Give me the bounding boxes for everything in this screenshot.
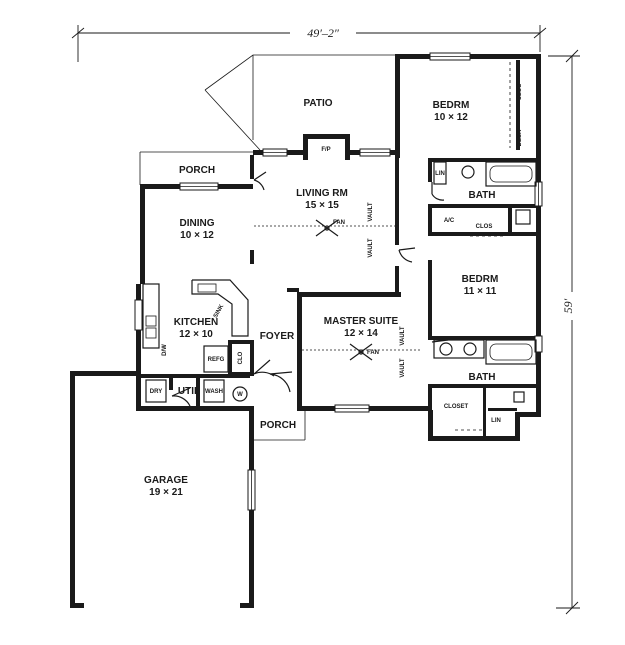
bath-2-label: BATH <box>468 372 495 383</box>
porch-top-outline <box>139 151 253 185</box>
kitchen-size: 12 × 10 <box>179 329 213 340</box>
master-suite-label: MASTER SUITE <box>324 316 399 327</box>
foyer-closet-label: CLO <box>238 351 244 364</box>
linen-1-label: LIN <box>435 171 445 177</box>
windows <box>134 52 543 511</box>
dining-label: DINING <box>180 218 215 229</box>
washer-label: WASH <box>205 389 223 395</box>
exterior-walls <box>70 54 541 608</box>
kitchen-label: KITCHEN <box>174 317 218 328</box>
width-dimension-label: 49′–2″ <box>307 26 340 40</box>
bedroom-2-closet-label: CLOS <box>476 224 493 230</box>
width-dimension: 49′–2″ <box>71 24 547 62</box>
master-vault-label-top: VAULT <box>400 326 406 345</box>
patio-outline <box>204 54 400 151</box>
bedroom-1-label: BEDRM <box>433 100 470 111</box>
dryer-label: DRY <box>150 389 162 395</box>
bath-1-label: BATH <box>468 190 495 201</box>
sink-label: SINK <box>213 303 226 319</box>
master-suite-size: 12 × 14 <box>344 328 378 339</box>
util-label: UTIL <box>178 386 200 397</box>
water-heater-label: W <box>237 392 243 398</box>
fireplace-label: F/P <box>321 147 330 153</box>
interior-walls <box>140 60 540 436</box>
bedroom-2-size: 11 × 11 <box>464 286 497 297</box>
master-closet-label: CLOSET <box>444 404 469 410</box>
living-room-label: LIVING RM <box>296 188 348 199</box>
living-ceiling-fan <box>254 219 395 237</box>
porch-top-label: PORCH <box>179 165 215 176</box>
depth-dimension: 59′ <box>548 49 582 615</box>
kitchen-fixtures <box>142 279 249 373</box>
bedroom-1-size: 10 × 12 <box>434 112 468 123</box>
dining-size: 10 × 12 <box>180 230 214 241</box>
living-vault-label-top: VAULT <box>368 202 374 221</box>
living-room-size: 15 × 15 <box>305 200 339 211</box>
patio-label: PATIO <box>303 98 332 109</box>
garage-size: 19 × 21 <box>149 487 183 498</box>
ac-label: A/C <box>444 218 455 224</box>
foyer-label: FOYER <box>260 331 295 342</box>
porch-bottom-outline <box>254 411 306 441</box>
porch-bottom-label: PORCH <box>260 420 296 431</box>
utility-fixtures <box>145 379 248 403</box>
master-fan-label: FAN <box>367 350 379 356</box>
desk-label: DESK <box>517 129 523 146</box>
linen-2-label: LIN <box>491 418 501 424</box>
living-vault-label-bottom: VAULT <box>368 238 374 257</box>
dishwasher-label: D/W <box>162 344 168 356</box>
bath-fixtures <box>433 161 537 403</box>
bedroom-1-closet-label: CLOS <box>517 84 523 101</box>
garage-label: GARAGE <box>144 475 188 486</box>
refrigerator-label: REFG <box>208 357 225 363</box>
master-vault-label-bottom: VAULT <box>400 358 406 377</box>
depth-dimension-label: 59′ <box>561 298 575 313</box>
living-fan-label: FAN <box>333 220 345 226</box>
bedroom-2-label: BEDRM <box>462 274 499 285</box>
master-ceiling-fan <box>302 343 420 361</box>
